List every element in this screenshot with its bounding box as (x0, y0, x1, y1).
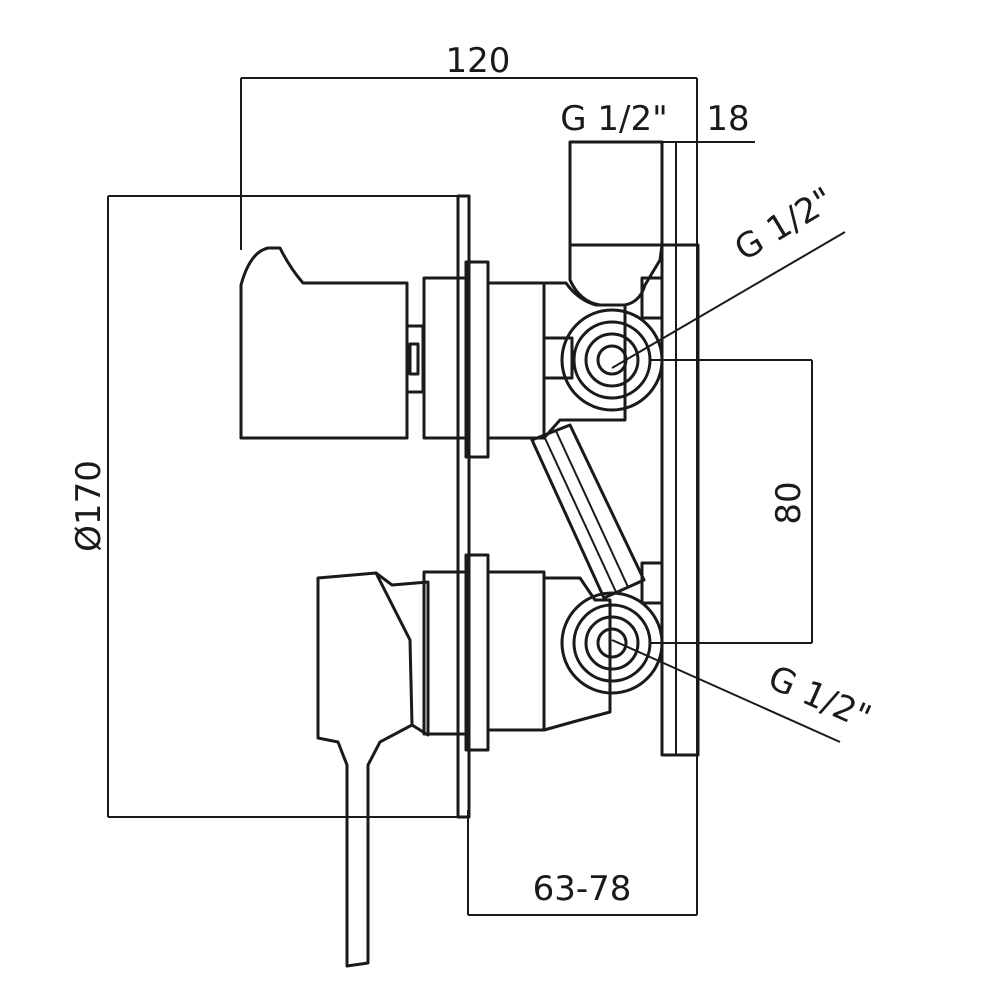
label-g12-top: G 1/2" (560, 99, 668, 139)
wall-plate (456, 194, 471, 819)
upper-handle (239, 246, 409, 440)
upper-outlet-port (560, 308, 664, 412)
lower-lever (316, 571, 414, 968)
label-80: 80 (769, 481, 809, 524)
label-18: 18 (706, 99, 749, 139)
label-g12-upper-outlet: G 1/2" (728, 180, 841, 270)
label-120: 120 (446, 41, 511, 81)
upper-handle-pin (408, 342, 420, 376)
label-63-78: 63-78 (533, 869, 632, 909)
lower-outlet-port (560, 591, 664, 695)
top-inlet-fitting (568, 140, 664, 307)
lower-cartridge (422, 553, 612, 752)
mounting-frame (640, 243, 700, 757)
connector-pipe (530, 423, 646, 600)
label-diameter-170: Ø170 (69, 460, 109, 552)
lower-lever-face (374, 571, 430, 737)
label-g12-lower-outlet: G 1/2" (762, 658, 876, 738)
dimension-lines (107, 77, 846, 916)
upper-cartridge (422, 260, 627, 459)
